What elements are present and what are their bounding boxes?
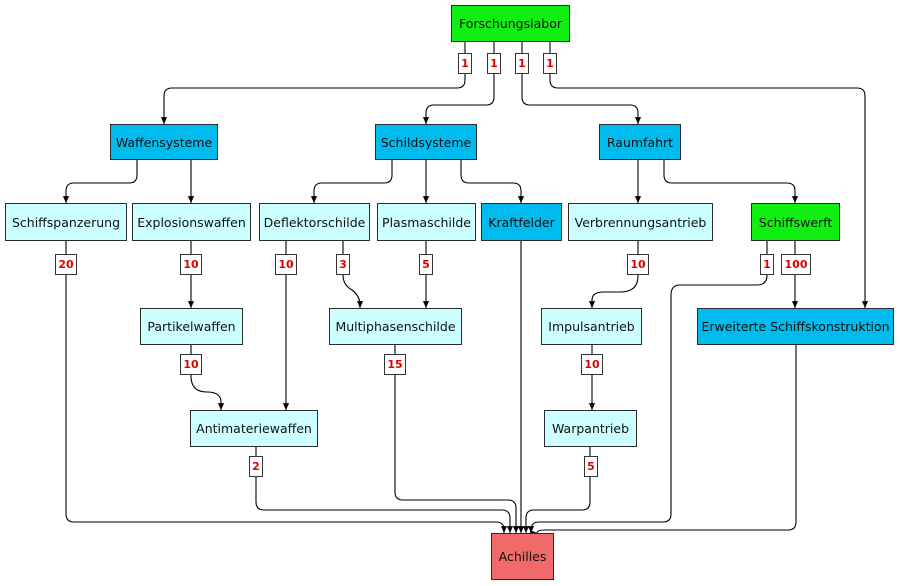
node-antimateriewaffen[interactable]: Antimateriewaffen [190,410,318,447]
node-schiffspanzerung[interactable]: Schiffspanzerung [5,203,127,241]
edge-forschung-waffensysteme [160,42,466,124]
edge-label: 2 [249,456,263,477]
edge-label: 10 [180,254,202,275]
edge-label: 1 [515,53,529,74]
edge-label: 1 [458,53,472,74]
edge-deflektor-multiphasen [342,241,364,308]
edge-panzerung-achilles [65,241,508,533]
edge-schild-deflektorschilde [310,160,393,203]
edge-label: 15 [384,354,406,375]
edge-label: 1 [760,254,774,275]
node-plasmaschilde[interactable]: Plasmaschilde [377,203,476,241]
node-impulsantrieb[interactable]: Impulsantrieb [541,308,642,345]
node-waffensysteme[interactable]: Waffensysteme [110,124,218,160]
node-achilles[interactable]: Achilles [491,533,554,580]
node-kraftfelder[interactable]: Kraftfelder [481,203,562,241]
node-forschungslabor[interactable]: Forschungslabor [451,5,570,42]
node-schildsysteme[interactable]: Schildsysteme [375,124,477,160]
edge-verbrennung-impulsantrieb [588,241,639,308]
edge-label: 100 [781,254,811,275]
edge-werft-achilles [527,241,768,533]
edge-label: 10 [627,254,649,275]
edge-label: 5 [419,254,433,275]
edge-forschung-raumfahrt [521,42,642,124]
edge-label: 5 [584,456,598,477]
edge-label: 10 [275,254,297,275]
edge-schild-kraftfelder [460,160,525,203]
node-deflektorschilde[interactable]: Deflektorschilde [259,203,370,241]
node-partikelwaffen[interactable]: Partikelwaffen [140,308,243,345]
edge-label: 10 [180,354,202,375]
edge-partikel-antimaterie [190,345,225,410]
edge-label: 20 [55,254,77,275]
node-verbrennungsantrieb[interactable]: Verbrennungsantrieb [568,203,713,241]
edge-label: 1 [487,53,501,74]
node-schiffswerft[interactable]: Schiffswerft [751,203,840,241]
node-explosionswaffen[interactable]: Explosionswaffen [132,203,251,241]
edge-erweitert-achilles [533,345,797,534]
node-raumfahrt[interactable]: Raumfahrt [599,124,681,160]
edge-label: 10 [581,354,603,375]
edge-waffen-schiffspanzerung [62,160,138,203]
edge-antimaterie-achilles [255,447,514,533]
edge-label: 3 [336,254,350,275]
edge-multiphasen-achilles [394,345,520,533]
edge-forschung-erweitert [549,42,869,308]
node-erweiterte-schiffskonstruktion[interactable]: Erweiterte Schiffskonstruktion [697,308,894,345]
edge-forschung-schildsysteme [422,42,495,124]
node-multiphasenschilde[interactable]: Multiphasenschilde [329,308,462,345]
edge-warp-achilles [522,447,591,533]
edge-label: 1 [543,53,557,74]
node-warpantrieb[interactable]: Warpantrieb [544,410,637,447]
edge-raumfahrt-schiffswerft [663,160,799,203]
